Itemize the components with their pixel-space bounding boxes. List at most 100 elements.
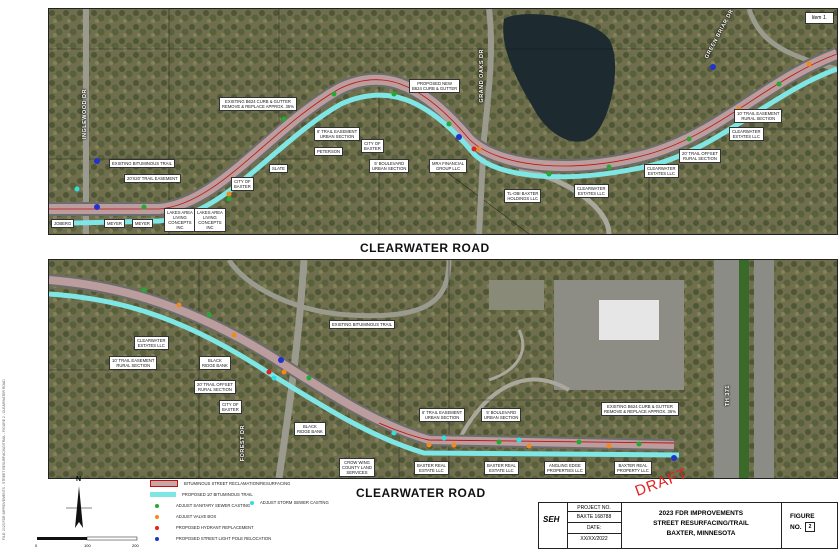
section-title-top: CLEARWATER ROAD [360,241,490,255]
callout-proposed-curb: PROPOSED NEW B624 CURB & GUTTER [409,79,461,93]
owner-label: MEYER [132,219,153,228]
callout-boulevard-5: 5' BOULEVARD URBAN SECTION [369,159,410,173]
project-title-2: STREET RESURFACING/TRAIL [653,520,749,527]
callout-curb-gutter-remove: EXISTING B624 CURB & GUTTER REMOVE & REP… [219,97,297,111]
top-map-panel[interactable]: Item 1. INGLEWOOD DR GRAND OAKS DR GREEN… [48,8,838,235]
building [599,300,659,340]
callout-easement-20x20: 20'X20' TRAIL EASEMENT [124,174,181,183]
owner-label: CROW WING COUNTY LAND SERVICES [339,458,375,477]
legend-swatch [150,492,176,497]
owner-label: CLEARWATER ESTATES LLC [729,127,764,141]
north-label: N [76,476,82,483]
owner-label: SLATE [269,164,288,173]
figure-no: 2 [804,522,816,532]
item-tag: Item 1. [804,12,834,24]
top-aerial-map [49,9,837,234]
legend-swatch [150,480,178,487]
callout-easement-10-rural-b: 10' TRAIL EASEMENT RURAL SECTION [109,356,158,370]
road-label-grand-oaks: GRAND OAKS DR [479,49,485,103]
title-block-main: 2023 FDR IMPROVEMENTS STREET RESURFACING… [621,503,782,548]
date-value: XX/XX/2022 [580,536,608,542]
road-label-th371: TH 371 [725,385,731,407]
legend-row-valve: ADJUST VALVE BOX [150,511,340,522]
legend-dot [155,525,159,530]
scale-tick: 100 [84,543,91,548]
legend-row-trail: PROPOSED 10' BITUMINOUS TRAIL [150,489,340,500]
scale-bar-graphic [37,536,138,541]
owner-label: MRA FINANCIAL GROUP LLC [429,159,468,173]
callout-curb-gutter-b: EXISTING B624 CURB & GUTTER REMOVE & REP… [601,402,679,416]
legend-row-reclaim: BITUMINOUS STREET RECLAMATION/RESURFACIN… [150,478,340,489]
bottom-map-panel[interactable]: FOREST DR TH 371 EXISTING BITUMINOUS TRA… [48,259,838,479]
figure-label: FIGURE [790,513,815,520]
legend-row-sanitary: ADJUST SANITARY SEWER CASTING [150,500,340,511]
legend-row-lightpole: PROPOSED STREET LIGHT POLE RELOCATION [150,533,340,544]
legend-row-hydrant: PROPOSED HYDRANT REPLACEMENT [150,522,340,533]
owner-label: BLACK RIDGE BANK [199,356,231,370]
callout-existing-trail-b: EXISTING BITUMINOUS TRAIL [329,320,395,329]
callout-easement-6-urban-b: 6' TRAIL EASEMENT URBAN SECTION [419,408,466,422]
proposed-trail [73,66,837,226]
owner-label: JOBERG [51,219,75,228]
title-block-project: PROJECT NO. BAXTE 168788 DATE: XX/XX/202… [567,503,622,548]
scale-tick: 200 [132,543,139,548]
legend-dot [155,536,159,541]
seh-logo-icon: SEH [543,515,560,524]
owner-label: CLEARWATER ESTATES LLC [574,184,609,198]
road-label-forest: FOREST DR [240,425,246,462]
owner-label: BAXTER REAL ESTATE LLC [484,461,519,475]
bottom-aerial-map [49,260,837,478]
callout-existing-trail: EXISTING BITUMINOUS TRAIL [109,159,175,168]
owner-label: CITY OF BAXTER [361,139,384,153]
owner-label: BAXTER REAL PROPERTY LLC [614,461,652,475]
callout-offset-20: 20' TRAIL OFFSET RURAL SECTION [679,149,721,163]
lake [503,14,616,142]
legend-label: PROPOSED HYDRANT REPLACEMENT [176,525,254,530]
callout-boulevard-5-b: 5' BOULEVARD URBAN SECTION [481,408,522,422]
owner-label: CITY OF BAXTER [231,177,254,191]
legend-label: ADJUST STORM SEWER CASTING [260,500,329,505]
bottom-markers [141,287,677,461]
title-block-logo: SEH [539,503,568,548]
owner-label: CLEARWATER ESTATES LLC [644,164,679,178]
scale-tick: 0 [35,543,38,548]
owner-label: CLEARWATER ESTATES LLC [134,336,169,350]
owner-label: BLACK RIDGE BANK [294,422,326,436]
owner-label: MEYER [104,219,125,228]
north-arrow-icon [66,486,92,528]
owner-label: TL-OBI BAXTER HOLDINGS LLC [504,189,542,203]
legend: BITUMINOUS STREET RECLAMATION/RESURFACIN… [150,478,340,544]
owner-label: ANGLING EDGE PROPERTIES LLC [544,461,586,475]
file-path-note: FILE: 2023 FDR IMPROVEMENTS - STREET RES… [2,379,6,540]
owner-label: PETERSON [314,147,344,156]
road-label-inglewood: INGLEWOOD DR [82,89,88,139]
legend-row-storm: ADJUST STORM SEWER CASTING [250,500,329,505]
owner-label: CITY OF BAXTER [219,400,242,414]
date-label: DATE: [567,523,621,534]
owner-label: LAKES AREA LIVING CONCEPTS INC [164,208,196,232]
owner-label: BAXTER REAL ESTATE LLC [414,461,449,475]
title-block-figure: FIGURE NO. 2 [781,503,837,548]
project-title-3: BAXTER, MINNESOTA [666,530,736,537]
callout-easement-10-rural: 10' TRAIL EASEMENT RURAL SECTION [734,109,783,123]
scale-bar: 0 100 200 [32,535,142,549]
legend-dot [155,514,159,519]
owner-label: LAKES AREA LIVING CONCEPTS INC [194,208,226,232]
section-title-bottom: CLEARWATER ROAD [356,486,486,500]
figure-number-row: NO. 2 [790,522,837,532]
legend-label: PROPOSED 10' BITUMINOUS TRAIL [182,492,253,497]
legend-dot [250,500,254,505]
legend-label: PROPOSED STREET LIGHT POLE RELOCATION [176,536,272,541]
legend-dot [155,503,159,508]
top-markers [74,61,812,210]
figure-no-label: NO. [790,523,802,531]
title-block: SEH PROJECT NO. BAXTE 168788 DATE: XX/XX… [538,502,838,549]
proposed-trail-bottom [49,291,680,458]
north-arrow: N [64,476,94,538]
legend-label: ADJUST VALVE BOX [176,514,217,519]
project-no-label: PROJECT NO. [567,503,621,512]
project-title-1: 2023 FDR IMPROVEMENTS [658,510,744,517]
callout-offset-20-b: 20' TRAIL OFFSET RURAL SECTION [194,380,236,394]
legend-label: ADJUST SANITARY SEWER CASTING [176,503,251,508]
callout-easement-6-urban: 6' TRAIL EASEMENT URBAN SECTION [314,127,361,141]
